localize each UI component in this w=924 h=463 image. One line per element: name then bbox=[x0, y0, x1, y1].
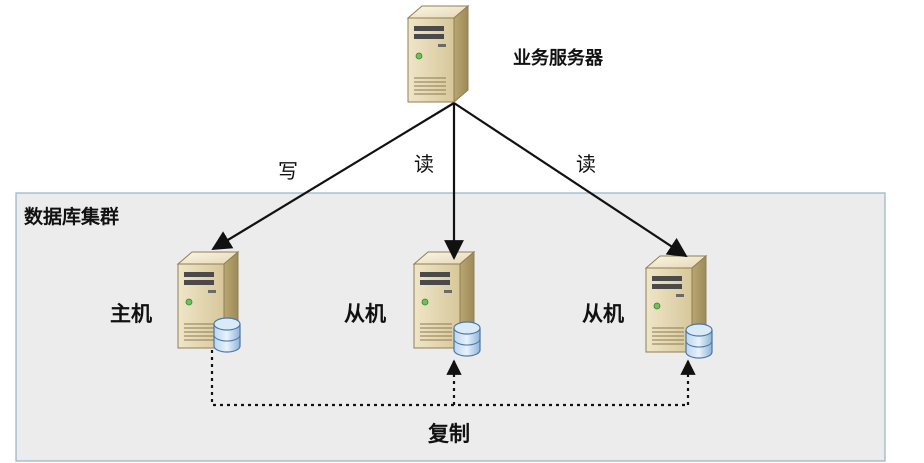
master-database-icon bbox=[213, 317, 241, 353]
read-arrow-slave2 bbox=[453, 102, 688, 258]
read-edge-label-1: 读 bbox=[414, 152, 434, 176]
slave2-server-icon bbox=[645, 255, 713, 359]
replication-line bbox=[210, 350, 688, 407]
database-cluster-label: 数据库集群 bbox=[24, 206, 120, 228]
slave2-database-icon bbox=[685, 323, 713, 359]
slave2-node-label: 从机 bbox=[582, 302, 624, 326]
slave1-node-label: 从机 bbox=[344, 302, 386, 326]
slave1-database-icon bbox=[453, 321, 481, 357]
write-arrow bbox=[211, 102, 455, 251]
master-server-icon bbox=[177, 251, 241, 353]
master-node-label: 主机 bbox=[110, 302, 152, 326]
slave1-server-icon bbox=[413, 251, 481, 357]
business-server-label: 业务服务器 bbox=[513, 48, 603, 69]
business-server-icon bbox=[407, 5, 469, 103]
read-edge-label-2: 读 bbox=[576, 152, 596, 176]
replication-label: 复制 bbox=[428, 422, 470, 446]
write-edge-label: 写 bbox=[278, 159, 298, 183]
